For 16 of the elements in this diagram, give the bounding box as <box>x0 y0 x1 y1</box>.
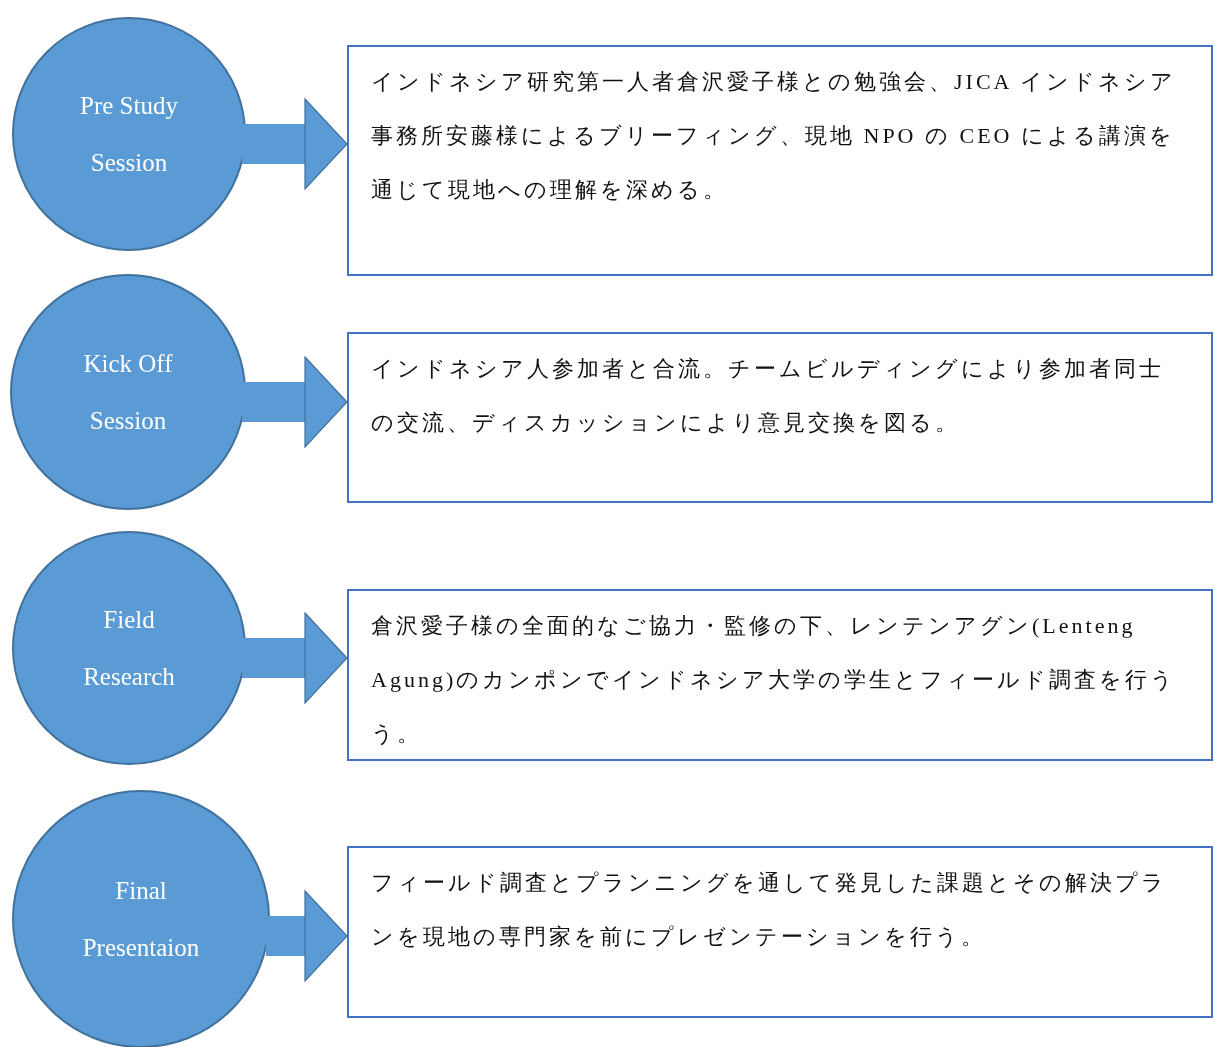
block-arrow <box>242 356 348 448</box>
phase-label: Final Presentaion <box>81 876 201 963</box>
block-arrow <box>266 890 348 982</box>
description-text: インドネシア人参加者と合流。チームビルディングにより参加者同士の交流、ディスカッションにより意見交換を図る。 <box>371 355 1165 437</box>
description-box <box>347 45 1213 276</box>
description-text: インドネシア研究第一人者倉沢愛子様との勉強会、JICA インドネシア事務所安藤様によるブリーフィング、現地 NPO の CEO による講演を通じて現地への理解を深める。 <box>371 68 1177 204</box>
phase-label: Field Research <box>82 605 176 692</box>
description-box <box>347 589 1213 761</box>
description-box <box>347 846 1213 1018</box>
description-text: フィールド調査とプランニングを通して発見した課題とその解決プランを現地の専門家を前にプレゼンテーションを行う。 <box>371 869 1168 951</box>
block-arrow <box>242 612 348 704</box>
phase-label: Kick Off Session <box>82 349 174 436</box>
block-arrow <box>242 98 348 190</box>
description-text: 倉沢愛子様の全面的なご協力・監修の下、レンテンアグン(Lenteng Agung)のカンポンでインドネシア大学の学生とフィールド調査を行うう。 <box>371 612 1178 748</box>
description-box <box>347 332 1213 503</box>
phase-label: Pre Study Session <box>79 91 179 178</box>
